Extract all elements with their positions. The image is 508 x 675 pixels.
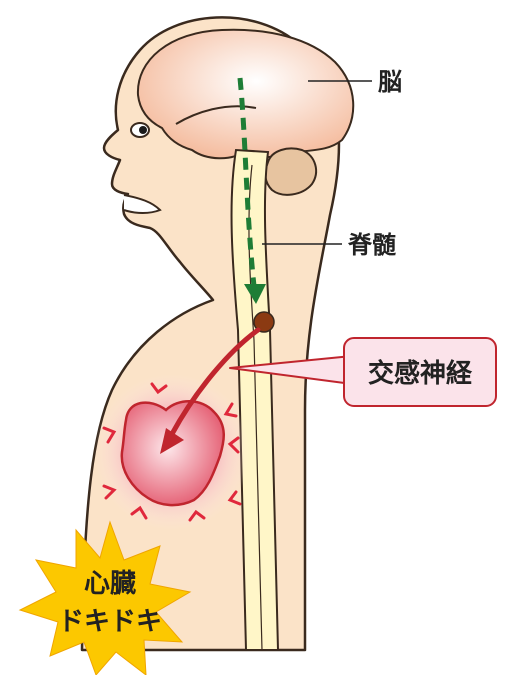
brain-label: 脳 xyxy=(378,68,402,96)
heart-label-line1: 心臓 xyxy=(84,569,136,599)
spinal-cord-label: 脊髄 xyxy=(347,231,396,259)
heart-label-line2: ドキドキ xyxy=(58,607,162,637)
cerebellum xyxy=(265,149,316,195)
sympathetic-label: 交感神経 xyxy=(368,358,473,389)
eye-icon xyxy=(131,123,149,137)
